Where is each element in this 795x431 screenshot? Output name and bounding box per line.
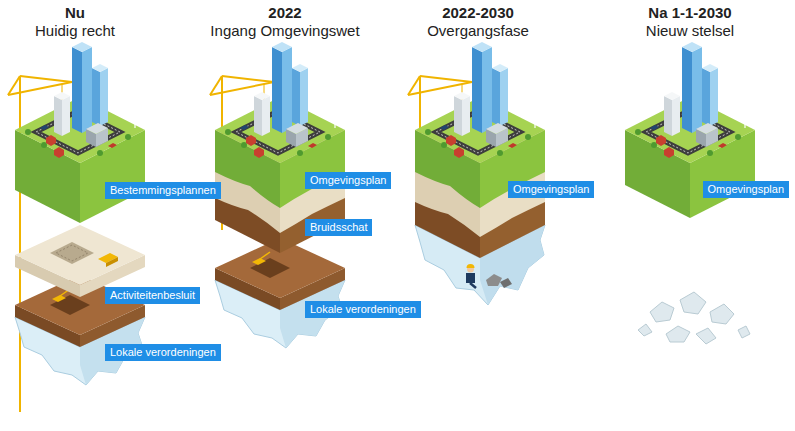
soil-slab [215, 238, 345, 348]
period-title: 2022-2030 [442, 4, 514, 22]
land-block-part [466, 273, 475, 283]
sand-slab-part [106, 257, 118, 267]
period-subtitle: Nieuw stelsel [646, 22, 734, 40]
crane-part [210, 76, 222, 95]
layer-tag: Omgevingsplan [508, 181, 594, 198]
layer-tag: Lokale verordeningen [105, 344, 221, 361]
rubble-part [666, 326, 690, 342]
crane-part [19, 76, 21, 412]
period-subtitle: Huidig recht [35, 22, 115, 40]
sand-slab-part [56, 245, 88, 261]
rubble-part [738, 326, 750, 338]
tag-text: Bestemmingsplannen [110, 184, 216, 197]
tag-text: Lokale verordeningen [310, 303, 416, 316]
layer-tag: Activiteitenbesluit [105, 287, 200, 304]
layer-tag: Bestemmingsplannen [105, 182, 221, 199]
sand-slab-part [15, 225, 145, 285]
crane-part [8, 76, 20, 95]
soil-slab-part [250, 258, 290, 278]
crane-part [20, 76, 72, 82]
rubble-part [680, 292, 706, 314]
rubble-part [638, 324, 652, 336]
crane-part [222, 76, 274, 82]
land-block-part [500, 278, 512, 288]
sand-slab-part [50, 242, 94, 264]
land-block-part [467, 264, 475, 268]
land-block [415, 42, 545, 305]
land-block-part [470, 283, 476, 288]
soil-slab-part [260, 252, 270, 259]
tag-text: Activiteitenbesluit [110, 289, 195, 302]
rubble-part [710, 304, 734, 324]
layer-tag: Omgevingsplan [703, 181, 789, 198]
period-subtitle: Overgangsfase [427, 22, 529, 40]
tag-text: Omgevingsplan [310, 174, 386, 187]
rubble [638, 292, 750, 344]
land-block-part [225, 42, 342, 158]
soil-slab-part [50, 295, 90, 315]
land-block-part [25, 42, 142, 158]
period-title: 2022 [268, 4, 301, 22]
layer-tag: Omgevingsplan [305, 172, 391, 189]
period-title: Nu [65, 4, 85, 22]
soil-slab-part [252, 258, 266, 265]
crane-part [420, 76, 472, 82]
tag-text: Omgevingsplan [513, 183, 589, 196]
period-title: Na 1-1-2030 [648, 4, 731, 22]
tag-text: Lokale verordeningen [110, 346, 216, 359]
tag-text: Omgevingsplan [708, 183, 784, 196]
layer-tag: Bruidsschat [305, 219, 372, 236]
period-subtitle: Ingang Omgevingswet [210, 22, 359, 40]
soil-slab-part [52, 295, 66, 302]
land-block-part [425, 42, 542, 158]
rubble-part [696, 328, 716, 344]
layer-tag: Lokale verordeningen [305, 301, 421, 318]
land-block-part [486, 274, 502, 286]
tag-text: Bruidsschat [310, 221, 367, 234]
land-block-part [635, 42, 752, 158]
crane-part [408, 76, 420, 95]
rubble-part [650, 302, 674, 322]
